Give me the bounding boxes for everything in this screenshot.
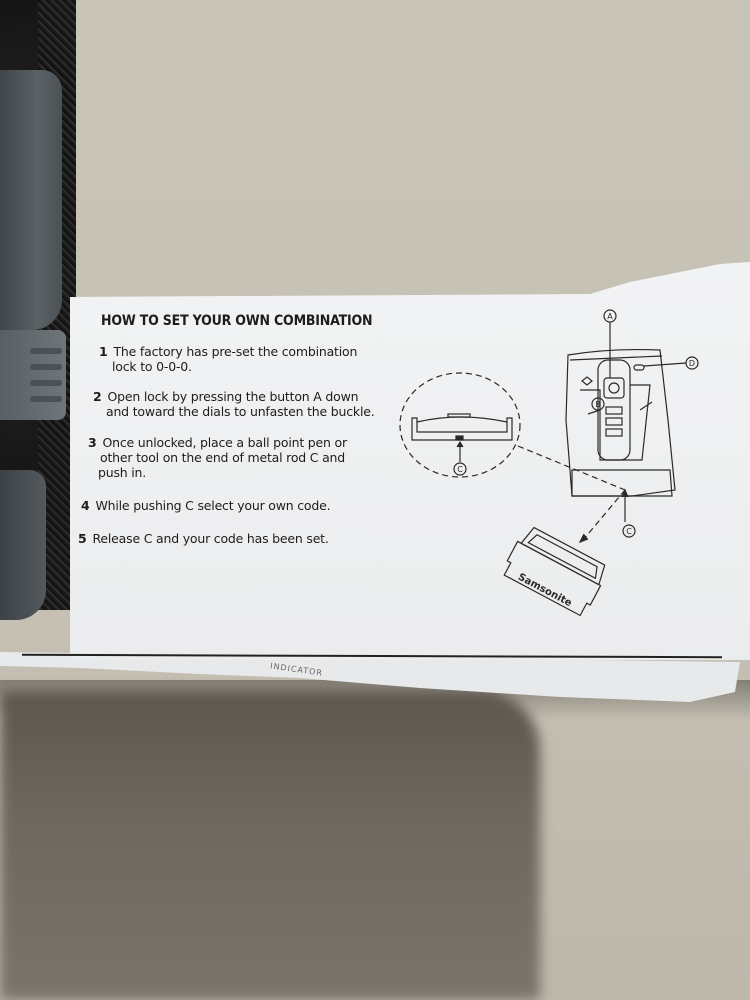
label-b: B [595, 400, 601, 409]
step-text: The factory has pre-set the combination [113, 344, 358, 359]
step-number: 4 [81, 498, 90, 513]
buckle-ridge [30, 396, 62, 402]
buckle-ridge [30, 380, 62, 386]
step-4: 4 While pushing C select your own code. [81, 498, 331, 513]
label-d: D [689, 359, 695, 368]
detail-circle [399, 372, 521, 478]
step-text: Release C and your code has been set. [92, 531, 329, 546]
label-c: C [626, 527, 632, 536]
instruction-sheet [70, 262, 750, 660]
step-text: other tool on the end of metal rod C and [100, 450, 346, 465]
step-number: 5 [78, 531, 87, 546]
step-text: Once unlocked, place a ball point pen or [102, 435, 348, 450]
step-5: 5 Release C and your code has been set. [78, 531, 329, 546]
step-number: 2 [93, 389, 102, 404]
lock-diagram: A D B C C Samsonite [399, 309, 699, 617]
label-a: A [607, 312, 613, 321]
label-c-detail: C [457, 465, 463, 474]
instructions-title: HOW TO SET YOUR OWN COMBINATION [101, 313, 373, 329]
brand-logo: Samsonite [516, 572, 574, 610]
step-text: and toward the dials to unfasten the buc… [106, 404, 375, 419]
step-text: lock to 0-0-0. [112, 359, 192, 374]
buckle-lower-piece [0, 470, 46, 620]
step-text: push in. [98, 465, 147, 480]
buckle-ridge [30, 348, 62, 354]
step-number: 3 [88, 435, 97, 450]
hand-shadow [0, 690, 540, 1000]
buckle-top-piece [0, 70, 62, 330]
step-3: 3 Once unlocked, place a ball point pen o… [88, 435, 347, 480]
step-2: 2 Open lock by pressing the button A down… [93, 389, 375, 419]
step-number: 1 [99, 344, 108, 359]
step-text: While pushing C select your own code. [95, 498, 331, 513]
buckle-ridge [30, 364, 62, 370]
step-text: Open lock by pressing the button A down [107, 389, 359, 404]
buckle-clip [0, 330, 66, 420]
step-1: 1 The factory has pre-set the combination… [99, 344, 357, 374]
